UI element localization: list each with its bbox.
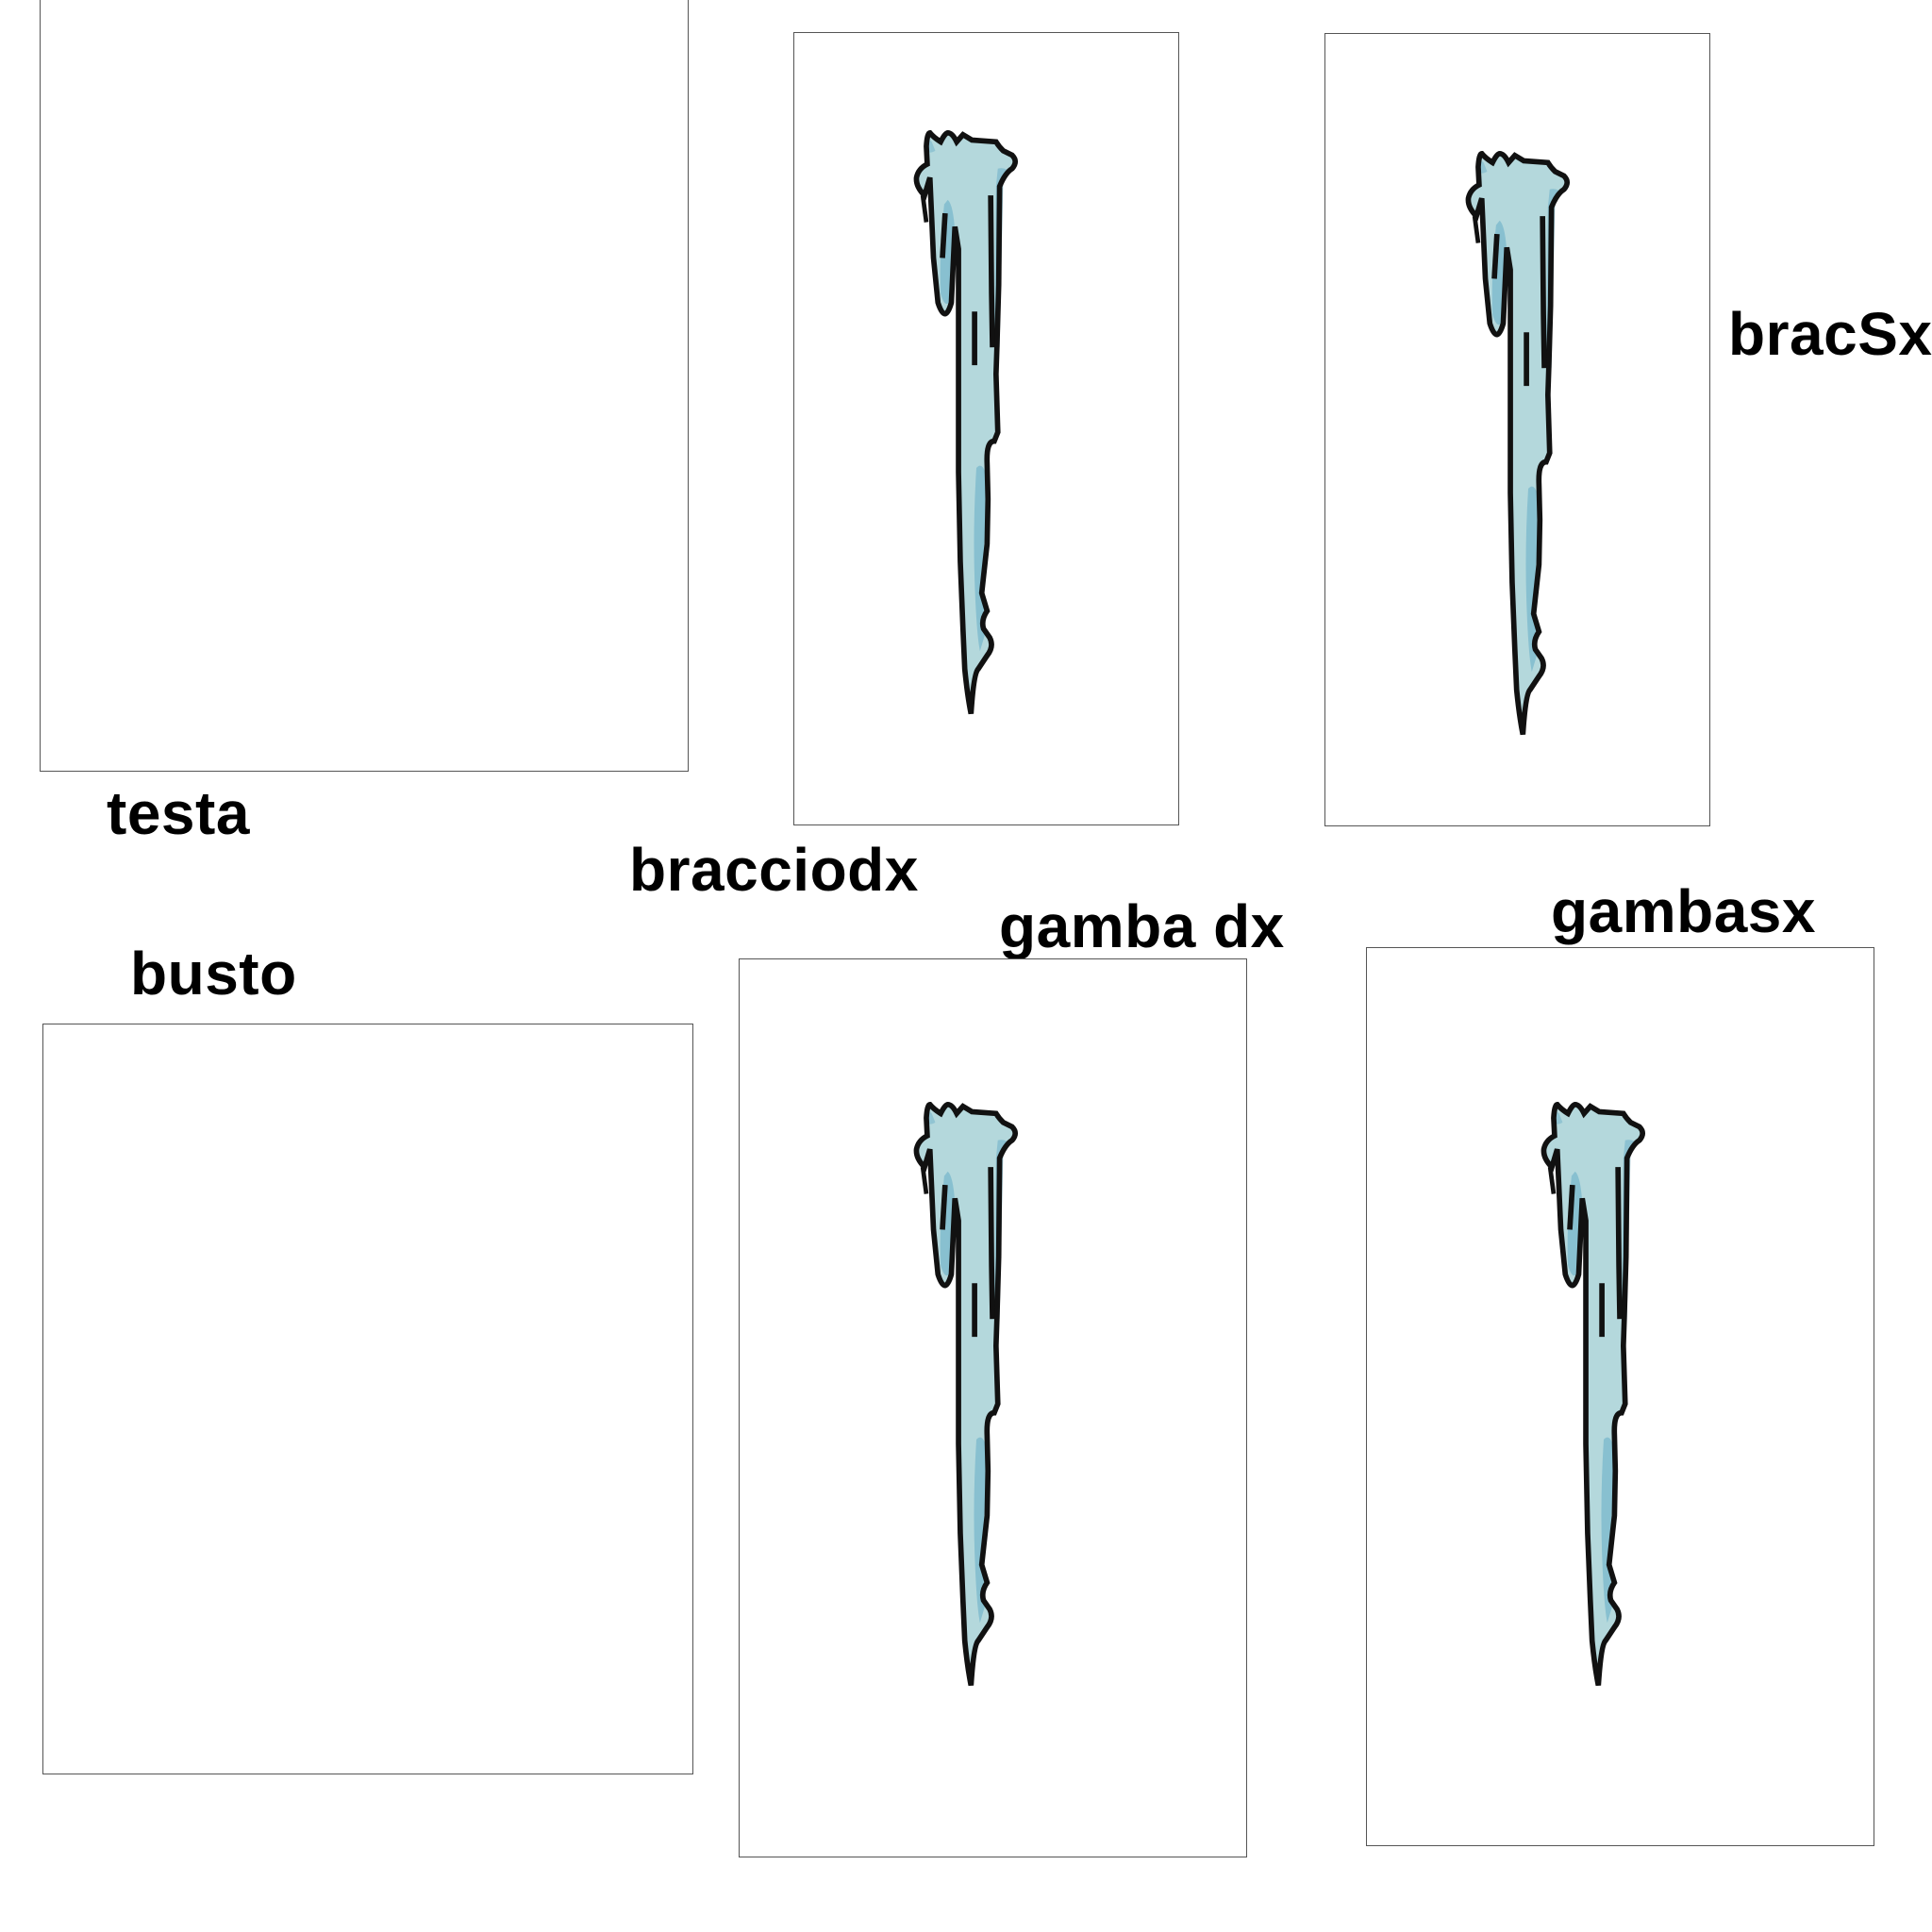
bracsx-label: bracSx [1728, 300, 1932, 368]
testa-label: testa [107, 779, 250, 847]
bracciodx-label: bracciodx [629, 836, 919, 904]
icicle-illustration [901, 79, 1052, 723]
icicle-illustration [1528, 1051, 1679, 1694]
icicle-illustration [901, 1051, 1052, 1694]
testa-panel [40, 0, 689, 772]
icicle-illustration [1453, 100, 1604, 743]
busto-panel [42, 1024, 693, 1774]
gambadx-label: gamba dx [999, 892, 1285, 960]
gambasx-label: gambasx [1551, 877, 1816, 945]
busto-label: busto [130, 940, 297, 1008]
